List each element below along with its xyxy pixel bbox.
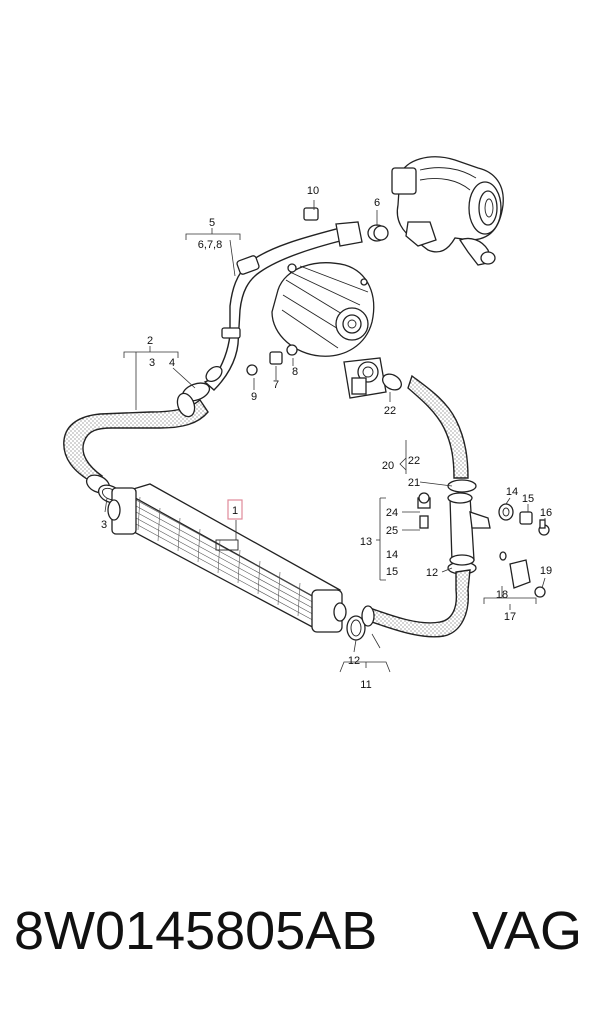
callout-12a: 12 <box>426 567 438 579</box>
callout-14a: 14 <box>386 549 398 561</box>
callout-18: 18 <box>496 589 508 601</box>
callout-15a: 15 <box>386 566 398 578</box>
part-number: 8W0145805AB <box>14 901 378 961</box>
callout-labels: 1 2 3 4 3 5 6,7,8 6 10 7 8 9 22 20 22 21… <box>101 185 552 691</box>
callout-11: 11 <box>360 679 371 691</box>
callout-14b: 14 <box>506 486 518 498</box>
callout-20: 20 <box>382 460 394 472</box>
charge-pipe-connector <box>417 492 491 566</box>
callout-15b: 15 <box>522 493 534 505</box>
callout-22b: 22 <box>408 455 420 467</box>
hose-right <box>407 374 469 479</box>
turbocharger <box>391 156 504 266</box>
callout-22a: 22 <box>384 405 396 417</box>
callout-7: 7 <box>273 379 279 391</box>
callout-3b: 3 <box>101 519 107 531</box>
callout-21: 21 <box>408 477 420 489</box>
callout-9: 9 <box>251 391 257 403</box>
small-hardware <box>246 207 550 598</box>
exploded-parts-diagram: 1 2 3 4 3 5 6,7,8 6 10 7 8 9 22 20 22 21… <box>63 156 552 691</box>
hose-lower <box>361 569 471 638</box>
brand-label: VAG <box>471 901 582 961</box>
callout-24: 24 <box>386 507 398 519</box>
callout-1: 1 <box>232 505 238 517</box>
hose-upper-left <box>63 382 211 494</box>
callout-2: 2 <box>147 335 153 347</box>
callout-12b: 12 <box>348 655 360 667</box>
callout-8: 8 <box>292 366 298 378</box>
callout-10: 10 <box>307 185 319 197</box>
callout-3a: 3 <box>149 357 155 369</box>
footer: 8W0145805AB VAG <box>0 900 600 980</box>
callout-5-sub: 6,7,8 <box>198 239 222 251</box>
callout-1-highlight <box>227 499 243 520</box>
leader-lines <box>104 200 546 673</box>
callout-4: 4 <box>169 357 175 369</box>
callout-5: 5 <box>209 217 215 229</box>
throttle-valve <box>343 357 387 399</box>
callout-25: 25 <box>386 525 398 537</box>
callout-13: 13 <box>360 536 372 548</box>
intercooler <box>107 483 347 633</box>
callout-16: 16 <box>540 507 552 519</box>
alternator <box>271 262 375 357</box>
callout-19: 19 <box>540 565 552 577</box>
callout-17: 17 <box>504 611 516 623</box>
callout-6: 6 <box>374 197 380 209</box>
upper-charge-pipe <box>203 221 387 391</box>
